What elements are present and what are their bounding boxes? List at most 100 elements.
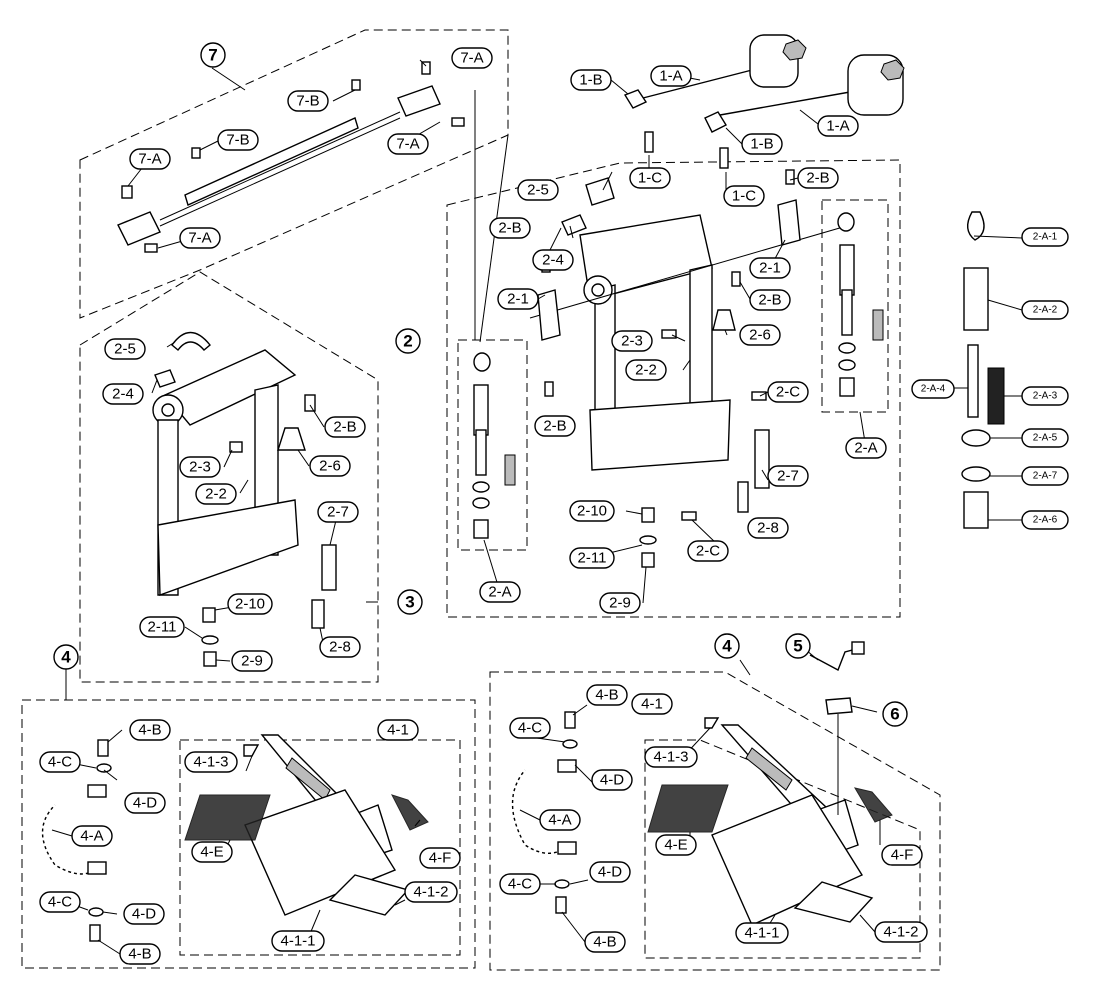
callout-2-4: 2-4 [532,249,574,271]
svg-text:2-A-2: 2-A-2 [1033,305,1058,316]
svg-text:1-A: 1-A [659,68,682,85]
callout-4-F-left: 4-F [419,847,461,869]
callout-2-C-a: 2-C [767,381,809,403]
group-number-callouts: 7 2 3 4 4 5 6 [53,42,908,727]
frame-assembly-2 [529,169,851,568]
svg-text:5: 5 [793,637,802,656]
svg-text:4-C: 4-C [508,876,532,893]
svg-text:2-3: 2-3 [621,333,643,350]
callout-7-A-4: 7-A [179,227,221,249]
svg-text:2-4: 2-4 [542,252,564,269]
svg-text:4-B: 4-B [138,722,161,739]
group-number-7: 7 [200,42,226,68]
callout-2-3: 2-3 [611,330,653,352]
svg-text:1-C: 1-C [732,188,756,205]
svg-text:2-5: 2-5 [114,341,136,358]
footboard-right [647,717,893,926]
svg-text:4-1-1: 4-1-1 [280,933,315,950]
callout-2-A-7: 2-A-7 [1021,466,1069,486]
svg-text:2-9: 2-9 [241,653,263,670]
callout-2-A-a: 2-A [479,581,521,603]
svg-text:2-A-3: 2-A-3 [1033,391,1058,402]
callout-3-2-11: 2-11 [139,616,185,638]
callout-4-1-left: 4-1 [377,719,419,741]
svg-text:6: 6 [890,705,899,724]
svg-text:2-6: 2-6 [749,327,771,344]
svg-text:7-A: 7-A [138,151,161,168]
drive-shaft-assembly [117,61,465,253]
svg-text:2-B: 2-B [806,170,829,187]
callout-7-B-2: 7-B [217,129,259,151]
svg-text:2-A: 2-A [854,440,877,457]
callout-2-A-1: 2-A-1 [1021,227,1069,247]
spring-assembly-right [837,212,884,397]
chain-left [41,739,112,942]
callout-2-B-a: 2-B [489,217,531,239]
svg-text:2-A-6: 2-A-6 [1033,515,1058,526]
callout-3-2-8: 2-8 [319,636,361,658]
callout-4-A-right: 4-A [539,809,581,831]
svg-text:2: 2 [403,332,412,351]
svg-text:2-1: 2-1 [507,291,529,308]
svg-text:4-1-3: 4-1-3 [653,749,688,766]
callout-1-B-left: 1-B [570,69,612,91]
callout-4-1-right: 4-1 [631,693,673,715]
group-4-left-boundary [21,699,476,969]
svg-text:7-A: 7-A [188,230,211,247]
svg-text:2-4: 2-4 [112,386,134,403]
svg-text:2-11: 2-11 [148,619,177,636]
group-number-3: 3 [397,589,423,615]
callout-3-2-9: 2-9 [231,650,273,672]
spring-detail-callouts: 2-A-1 2-A-2 2-A-4 2-A-3 2-A-5 2-A-7 2-A-… [911,227,1069,530]
svg-text:4-E: 4-E [664,837,687,854]
spring-detail-column [961,211,1005,529]
svg-text:4-1: 4-1 [387,722,409,739]
svg-text:2-5: 2-5 [527,182,549,199]
svg-text:2-C: 2-C [776,384,800,401]
callout-4-C-top-right: 4-C [509,717,551,739]
callout-3-2-5: 2-5 [104,338,146,360]
callout-2-1-b: 2-1 [749,257,791,279]
callout-4-C-top-left: 4-C [39,751,81,773]
callout-2-A-6: 2-A-6 [1021,510,1069,530]
svg-text:2-7: 2-7 [777,468,799,485]
group-2-boundary [446,159,901,618]
svg-text:4-E: 4-E [200,844,223,861]
svg-text:2-8: 2-8 [757,520,779,537]
svg-text:2-A-5: 2-A-5 [1033,433,1058,444]
svg-text:4-1-2: 4-1-2 [413,884,448,901]
callout-3-2-10: 2-10 [227,593,273,615]
svg-text:4-B: 4-B [595,687,618,704]
callout-4-1-2-left: 4-1-2 [404,881,458,903]
callout-3-2-6: 2-6 [309,455,351,477]
callout-4-B-bottom-left: 4-B [119,943,161,965]
svg-text:2-B: 2-B [498,220,521,237]
callout-1-C-right: 1-C [723,185,765,207]
callout-4-1-1-left: 4-1-1 [271,930,325,952]
callout-4-F-right: 4-F [881,844,923,866]
callout-4-E-left: 4-E [191,841,233,863]
svg-text:2-9: 2-9 [609,595,631,612]
svg-text:7-A: 7-A [396,136,419,153]
callout-2-A-5: 2-A-5 [1021,428,1069,448]
svg-text:2-10: 2-10 [235,596,265,613]
callout-2-8: 2-8 [747,517,789,539]
callout-4-B-top-right: 4-B [586,684,628,706]
callout-4-1-1-right: 4-1-1 [735,922,789,944]
callout-3-2-2: 2-2 [195,483,237,505]
callout-2-A-3: 2-A-3 [1021,386,1069,406]
callout-2-B-b: 2-B [797,167,839,189]
callout-4-1-3-right: 4-1-3 [644,746,698,768]
svg-text:4-F: 4-F [429,850,452,867]
callout-4-D-top-right: 4-D [591,769,633,791]
svg-text:2-B: 2-B [758,292,781,309]
callout-7-A-2: 7-A [387,133,429,155]
beater-left [642,34,807,99]
group-7-boundary [79,29,509,319]
group-number-5: 5 [785,633,811,659]
drum-key-and-stopper [809,641,865,815]
callout-4-1-3-left: 4-1-3 [184,751,238,773]
svg-text:4-F: 4-F [891,847,914,864]
callout-3-2-3: 2-3 [179,456,221,478]
